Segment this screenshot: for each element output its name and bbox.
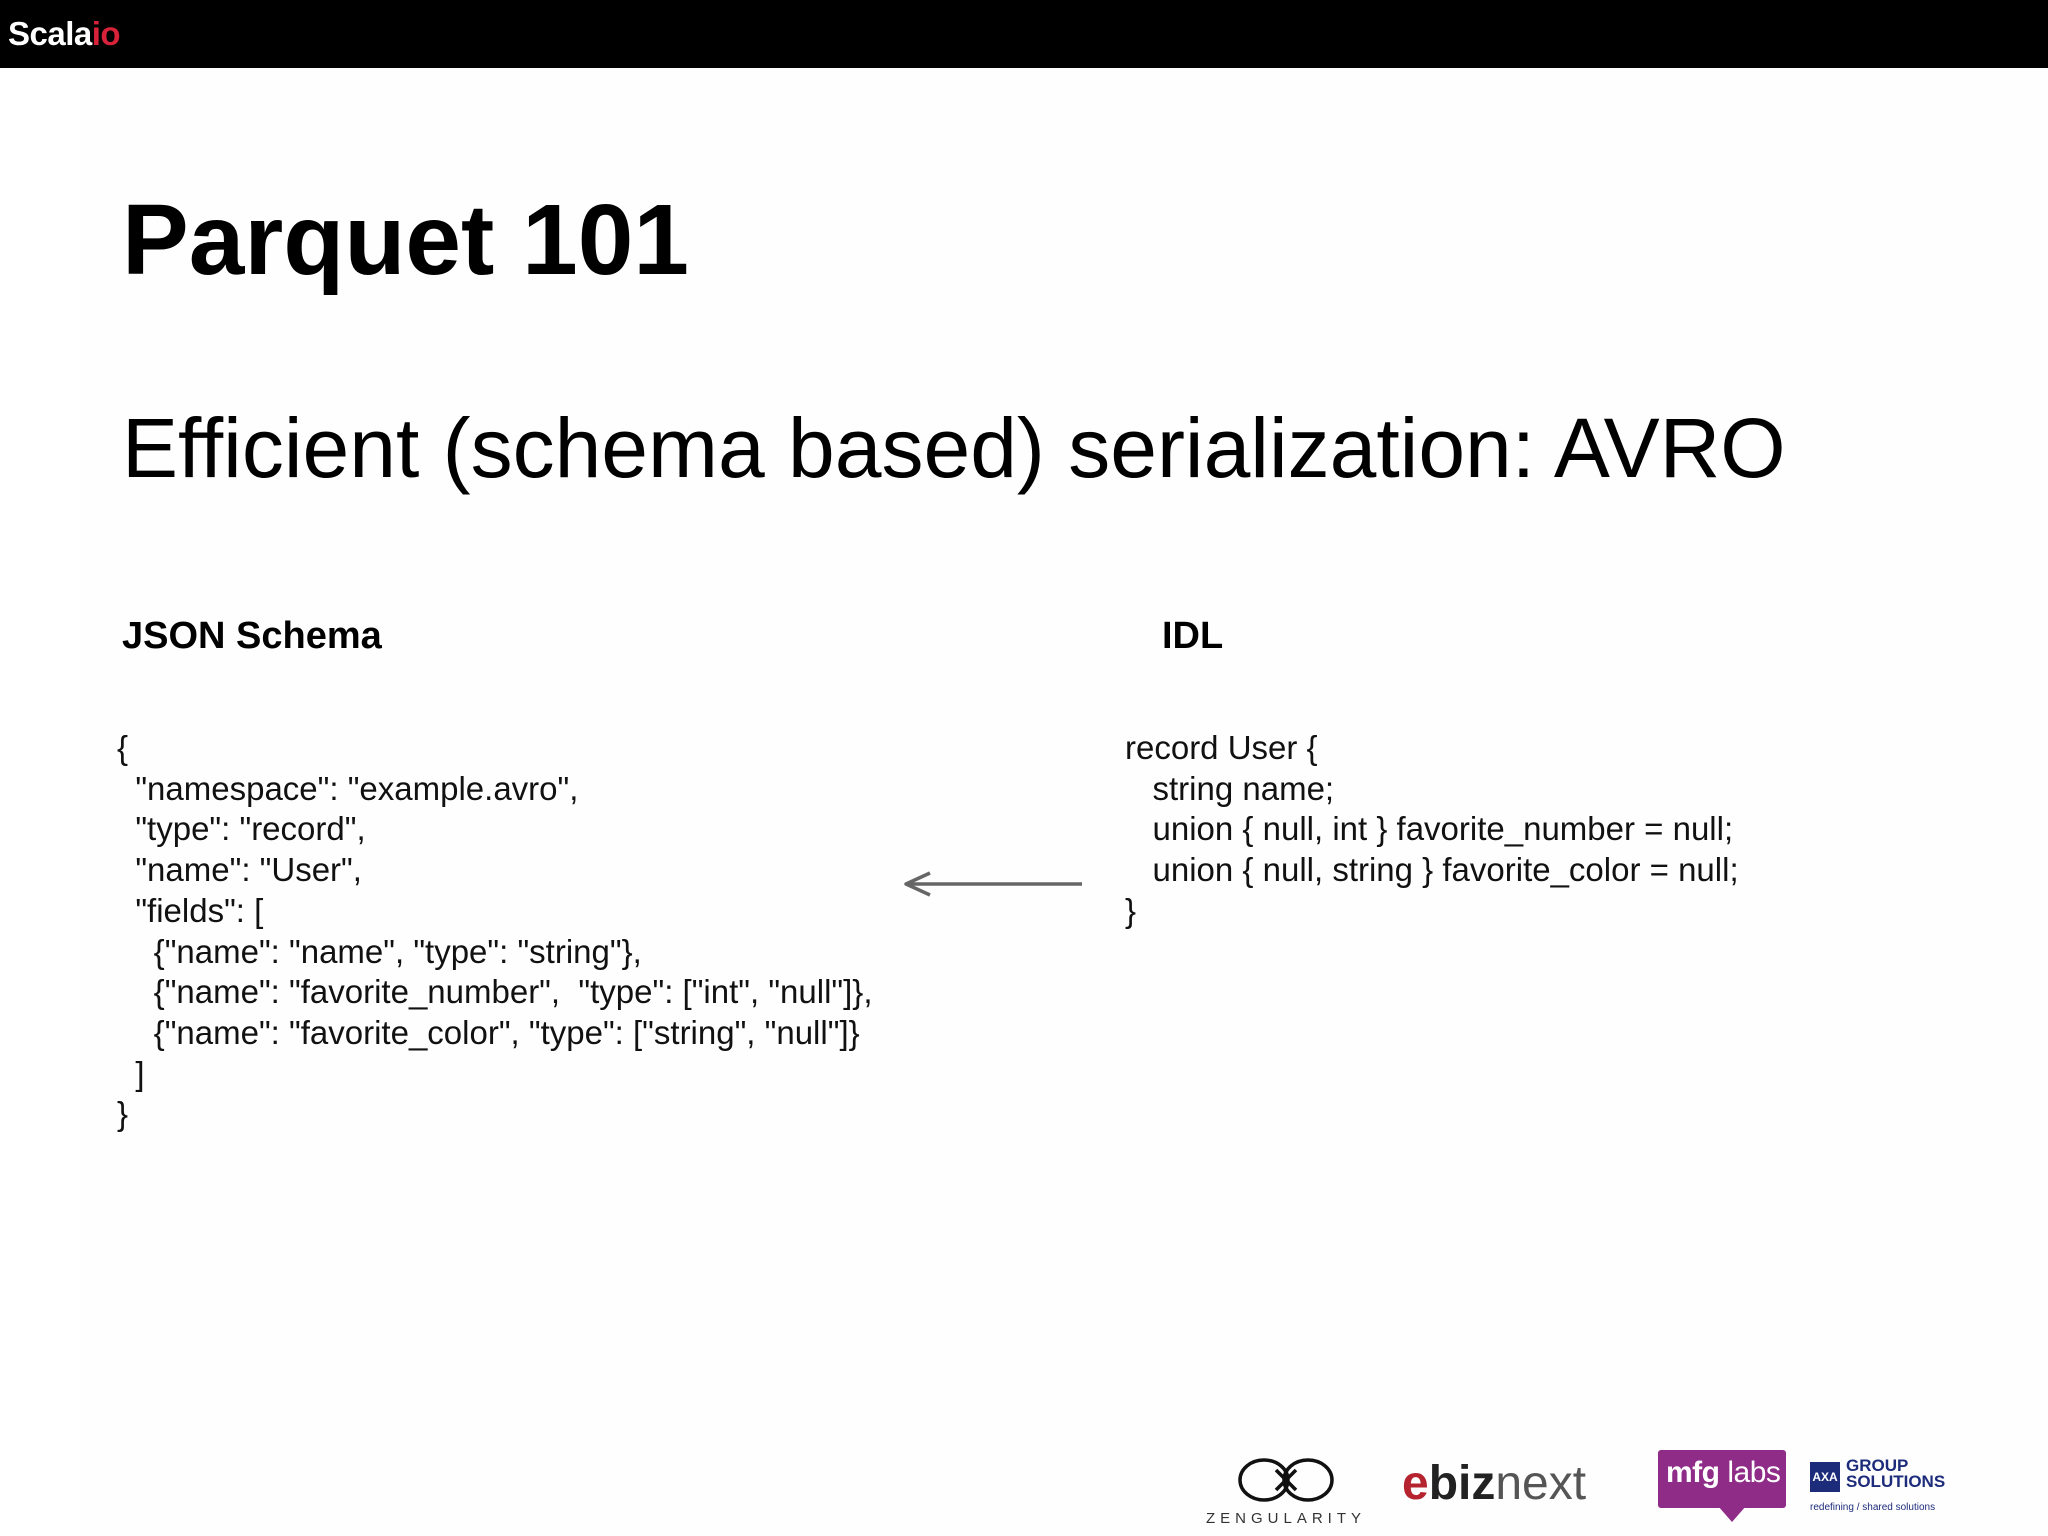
json-schema-heading: JSON Schema — [122, 615, 382, 657]
sponsor-logos: ZENGULARITY ebiznext mfg labs AXA GROUP … — [1200, 1440, 2000, 1536]
brand-accent: io — [91, 15, 121, 52]
idl-heading: IDL — [1162, 615, 1224, 657]
zengularity-logo: ZENGULARITY — [1200, 1450, 1372, 1530]
axa-box: AXA — [1810, 1462, 1840, 1492]
brand-main: Scala — [8, 15, 92, 52]
infinity-icon — [1238, 1458, 1334, 1502]
json-schema-code: { "namespace": "example.avro", "type": "… — [117, 729, 873, 1133]
mfglabs-wordmark: mfg labs — [1666, 1456, 1781, 1490]
mfglabs-logo: mfg labs — [1658, 1450, 1786, 1522]
ebiznext-logo: ebiznext — [1402, 1458, 1586, 1510]
ebiznext-next: next — [1495, 1457, 1587, 1510]
idl-code: record User { string name; union { null,… — [1125, 729, 1739, 929]
left-arrow-icon — [904, 871, 1082, 897]
speech-tail-icon — [1718, 1506, 1746, 1522]
mfglabs-labs: labs — [1727, 1456, 1781, 1489]
ebiznext-biz: biz — [1428, 1457, 1496, 1510]
slide-subtitle: Efficient (schema based) serialization: … — [122, 401, 1786, 495]
mfglabs-mfg: mfg — [1666, 1456, 1720, 1489]
slide-title: Parquet 101 — [122, 184, 689, 296]
slide-area — [80, 68, 2048, 1536]
zengularity-wordmark: ZENGULARITY — [1205, 1510, 1366, 1527]
ebiznext-e: e — [1402, 1457, 1429, 1510]
axa-wordmark: GROUP SOLUTIONS — [1846, 1456, 1946, 1491]
axa-tagline: redefining / shared solutions — [1810, 1502, 1936, 1513]
axa-group-solutions-logo: AXA GROUP SOLUTIONS redefining / shared … — [1810, 1456, 1950, 1518]
